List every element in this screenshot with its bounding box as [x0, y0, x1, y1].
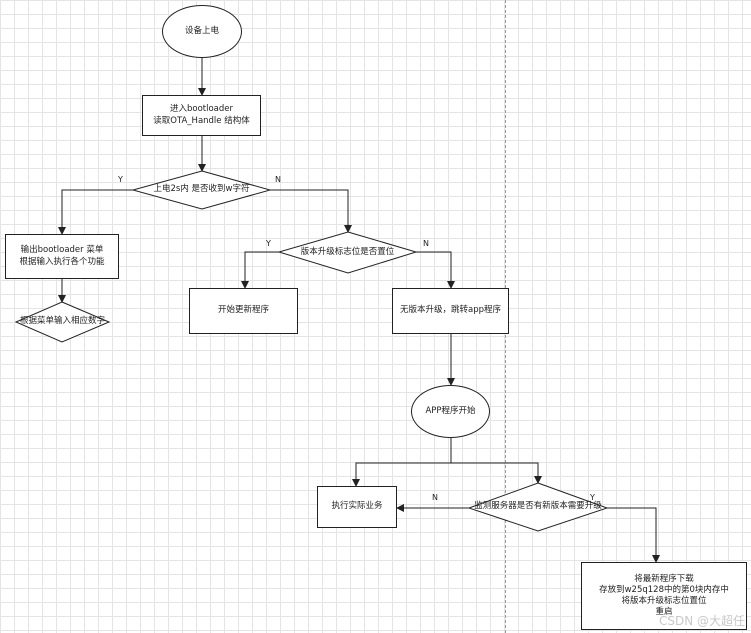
edge-upgrade-start — [241, 251, 279, 289]
edge-label-n1: N — [275, 175, 281, 184]
edge-app-execute — [352, 462, 451, 487]
edge-label-n3: N — [432, 493, 438, 502]
edge-app-check — [451, 462, 542, 484]
edge-label-n2: N — [423, 239, 429, 248]
node-power-on: 设备上电 — [162, 5, 242, 58]
edge-label-y1: Y — [118, 175, 123, 184]
decision-upgrade-flag-shape — [277, 231, 418, 274]
node-execute-business-label: 执行实际业务 — [331, 501, 383, 512]
node-power-on-label: 设备上电 — [184, 25, 219, 36]
node-execute-business: 执行实际业务 — [317, 486, 397, 528]
node-app-start-label: APP程序开始 — [425, 405, 476, 416]
node-start-update-label: 开始更新程序 — [217, 305, 269, 316]
edge-label-y3: Y — [590, 493, 595, 502]
node-decision-menu-input-label: 根据菜单输入相应数字 — [19, 316, 105, 327]
decision-menu-input-shape — [14, 301, 111, 343]
node-no-upgrade-jump-label: 无版本升级，跳转app程序 — [399, 305, 501, 316]
node-decision-upgrade-flag: 版本升级标志位是否置位 — [279, 232, 416, 273]
edge-label-y2: Y — [266, 239, 271, 248]
watermark: CSDN @大超任 — [658, 614, 745, 628]
node-decision-upgrade-flag-label: 版本升级标志位是否置位 — [300, 246, 395, 257]
node-output-menu: 输出bootloader 菜单 根据输入执行各个功能 — [5, 234, 119, 279]
decision-server-check-shape — [467, 482, 609, 532]
edge-decision-output-menu — [58, 189, 133, 235]
node-decision-2s: 上电2s内 是否收到w字符 — [133, 171, 270, 209]
node-enter-bootloader-label: 进入bootloader 读取OTA_Handle 结构体 — [153, 104, 250, 126]
decision-2s-shape — [131, 170, 272, 210]
node-decision-menu-input: 根据菜单输入相应数字 — [16, 302, 109, 342]
node-decision-server-check-label: 监测服务器是否有新版本需要升级 — [474, 501, 602, 512]
node-app-start: APP程序开始 — [411, 385, 490, 438]
node-download-new-label: 将最新程序下载 存放到w25q128中的第0块内存中 将版本升级标志位置位 重启 — [599, 573, 729, 618]
edge-check-download — [607, 507, 660, 563]
node-no-upgrade-jump: 无版本升级，跳转app程序 — [392, 288, 509, 334]
node-decision-server-check: 监测服务器是否有新版本需要升级 — [469, 483, 607, 531]
edge-decision-upgrade — [270, 189, 352, 233]
node-start-update: 开始更新程序 — [189, 288, 298, 334]
edge-upgrade-noupgrade — [416, 251, 455, 289]
node-enter-bootloader: 进入bootloader 读取OTA_Handle 结构体 — [142, 95, 261, 136]
node-download-new: 将最新程序下载 存放到w25q128中的第0块内存中 将版本升级标志位置位 重启 — [581, 562, 747, 630]
node-output-menu-label: 输出bootloader 菜单 根据输入执行各个功能 — [19, 245, 105, 267]
node-decision-2s-label: 上电2s内 是否收到w字符 — [153, 184, 250, 195]
